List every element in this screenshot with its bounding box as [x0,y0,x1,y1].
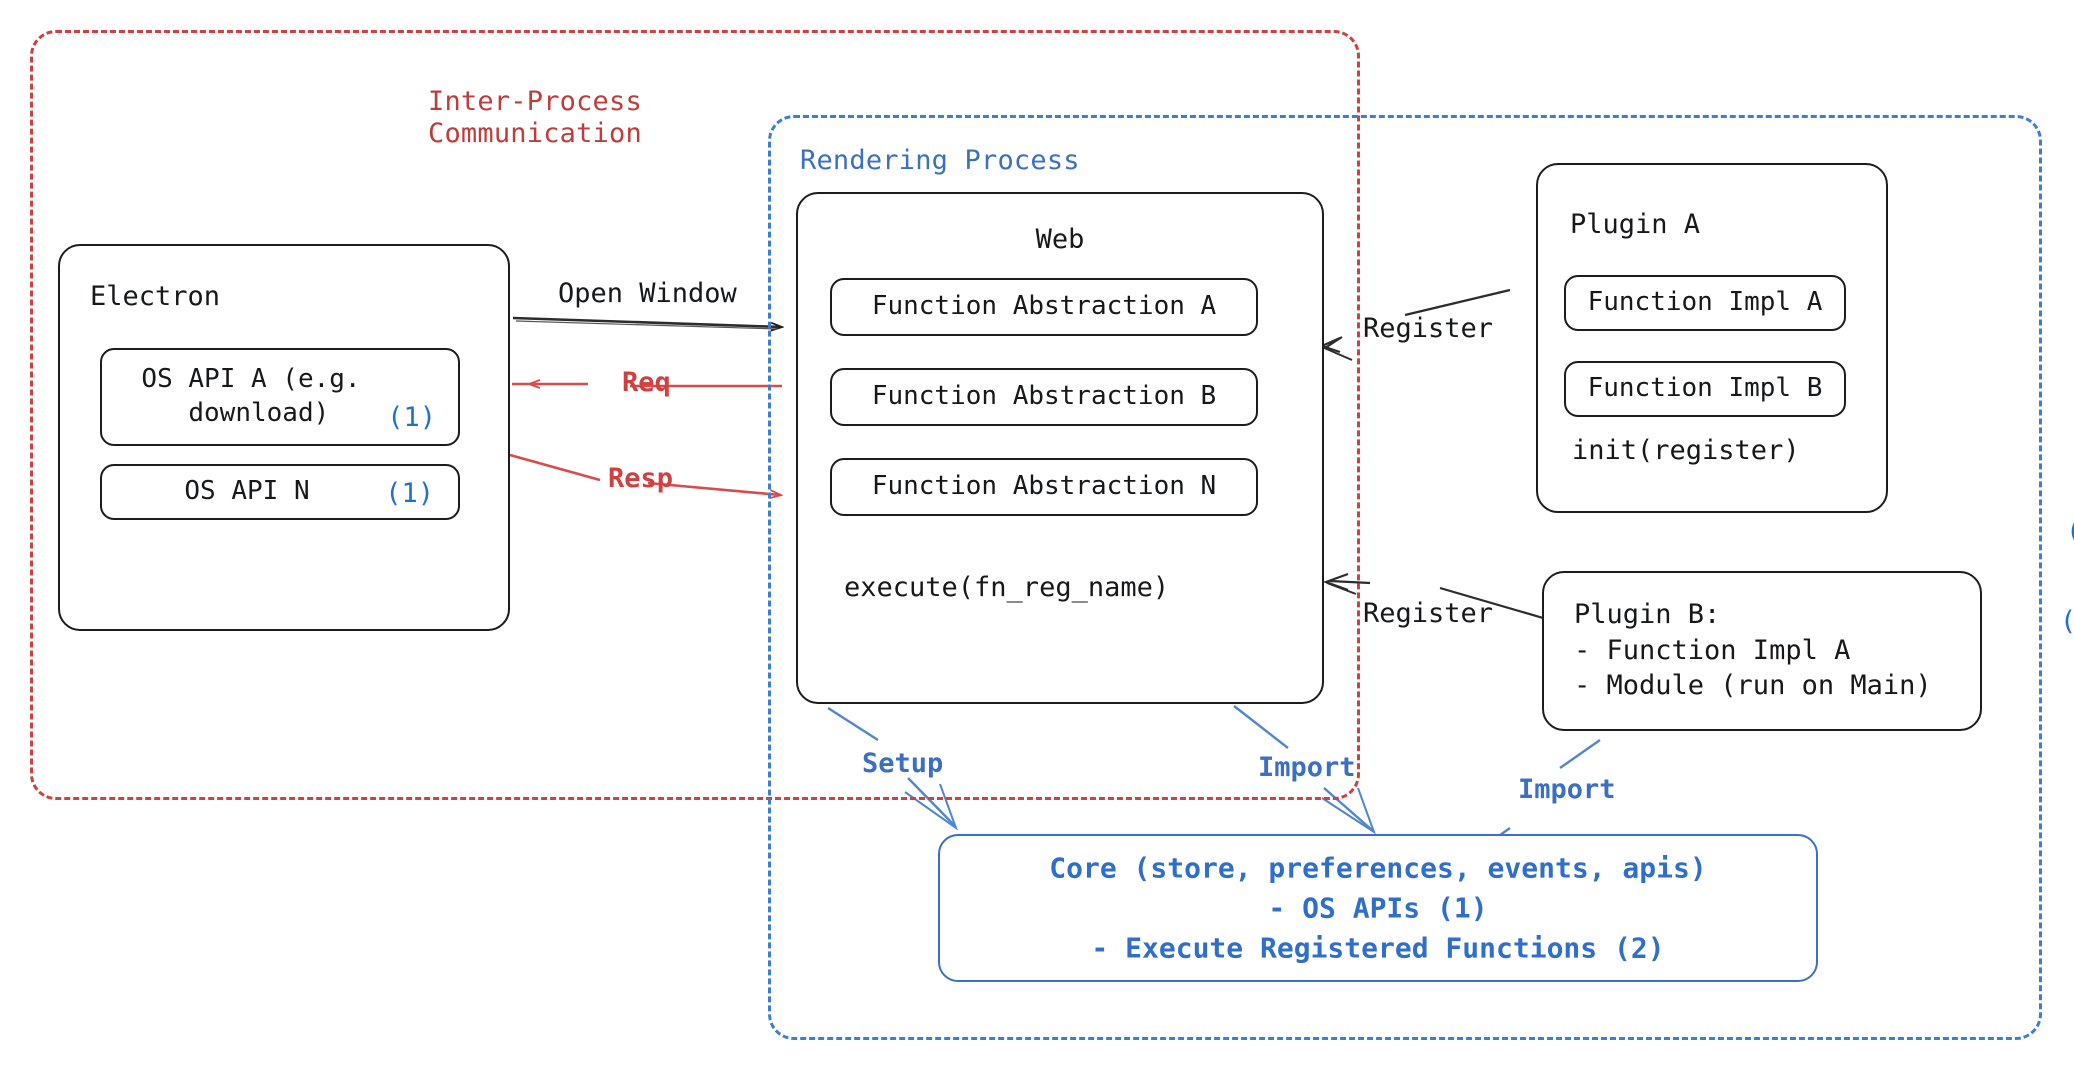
electron-box[interactable]: Electron OS API A (e.g. download) (1) OS… [58,244,510,631]
edge-label-setup: Setup [862,748,944,779]
region-inter-process-communication [30,30,1360,800]
edge-label-open-window: Open Window [558,278,737,309]
web-execute-label: execute(fn_reg_name) [844,572,1170,603]
plugin-b-box[interactable]: Plugin B: - Function Impl A - Module (ru… [1542,571,1982,731]
os-api-a-label: OS API A (e.g. download) [141,364,361,428]
function-abstraction-a-box[interactable]: Function Abstraction A [830,278,1258,336]
function-abstraction-b-badge: (2) [2060,606,2074,637]
function-abstraction-a-badge: (2) [2066,516,2074,547]
plugin-a-box[interactable]: Plugin A Function Impl A Function Impl B… [1536,163,1888,513]
region-label-ipc: Inter-Process Communication [428,86,642,149]
electron-title: Electron [90,281,221,312]
os-api-n-box[interactable]: OS API N (1) [100,464,460,520]
function-impl-b-box[interactable]: Function Impl B [1564,361,1846,417]
edge-label-register-plugin-b: Register [1363,598,1494,629]
edge-label-req: Req [622,367,671,398]
function-abstraction-n-label: Function Abstraction N [871,471,1217,502]
region-rendering-process [768,115,2042,1040]
function-abstraction-a-label: Function Abstraction A [871,291,1217,322]
function-impl-a-label: Function Impl A [1587,287,1823,318]
function-abstraction-n-box[interactable]: Function Abstraction N [830,458,1258,516]
edge-label-register-plugin-a: Register [1363,313,1494,344]
os-api-a-badge: (1) [387,402,436,433]
web-box[interactable]: Web Function Abstraction A (2) Function … [796,192,2074,704]
function-impl-a-box[interactable]: Function Impl A [1564,275,1846,331]
os-api-n-label: OS API N [184,476,310,507]
core-box[interactable]: Core (store, preferences, events, apis) … [938,834,1818,982]
function-abstraction-b-label: Function Abstraction B [871,381,1217,412]
os-api-a-box[interactable]: OS API A (e.g. download) (1) [100,348,460,446]
web-title: Web [1035,224,1085,255]
edge-label-import-web: Import [1258,752,1356,783]
os-api-n-badge: (1) [385,478,434,509]
edge-label-import-plugin-b: Import [1518,774,1616,805]
plugin-b-lines: Plugin B: - Function Impl A - Module (ru… [1574,599,1932,702]
plugin-a-init-label: init(register) [1572,435,1800,466]
region-label-rendering-process: Rendering Process [800,145,1080,176]
plugin-a-title: Plugin A [1570,209,1701,240]
edge-label-resp: Resp [608,463,674,494]
function-impl-b-label: Function Impl B [1587,373,1823,404]
function-abstraction-b-box[interactable]: Function Abstraction B [830,368,1258,426]
core-lines: Core (store, preferences, events, apis) … [1049,851,1707,964]
